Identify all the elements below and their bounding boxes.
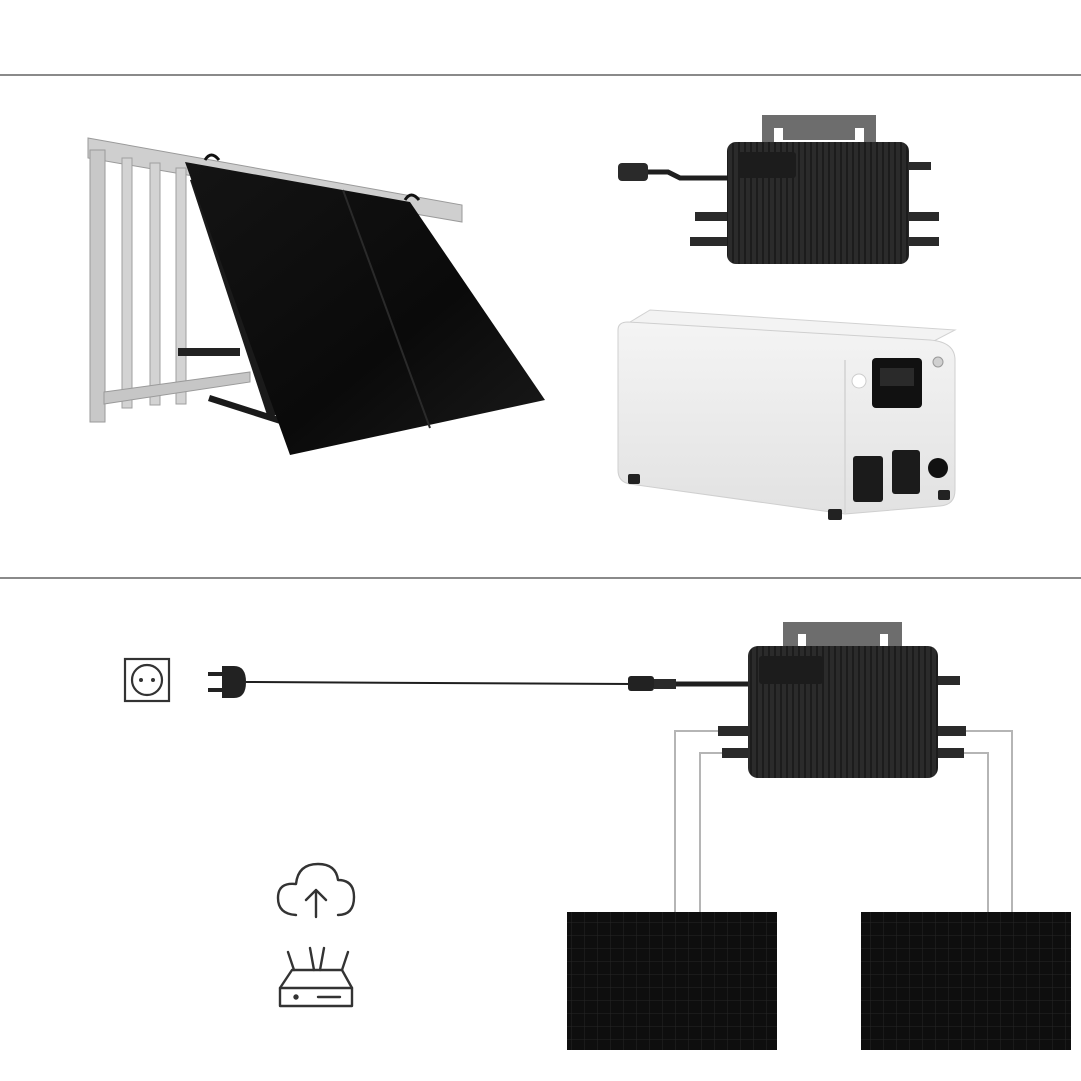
ac-cable bbox=[245, 676, 748, 691]
router-icon bbox=[278, 946, 354, 1008]
solar-panel-right bbox=[861, 912, 1071, 1050]
microinverter-product bbox=[618, 115, 939, 264]
battery-storage-product bbox=[617, 309, 957, 520]
solar-panel-left bbox=[567, 912, 777, 1050]
microinverter-diagram bbox=[718, 622, 966, 778]
wall-socket-icon bbox=[123, 657, 171, 703]
cloud-upload-icon bbox=[276, 862, 356, 919]
solar-panel-main bbox=[185, 153, 545, 455]
panel-support-bracket bbox=[178, 178, 282, 424]
divider-middle bbox=[0, 577, 1081, 579]
dc-wires bbox=[674, 730, 1013, 912]
balcony-solar-panel bbox=[87, 137, 545, 455]
plug-icon bbox=[208, 666, 246, 698]
divider-top bbox=[0, 74, 1081, 76]
